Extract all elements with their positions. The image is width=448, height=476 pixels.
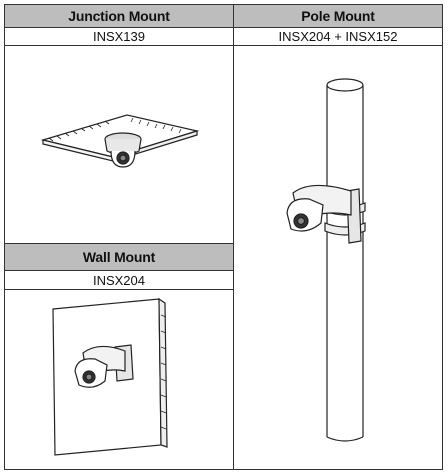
header-junction-mount: Junction Mount xyxy=(5,5,233,27)
header-wall-mount: Wall Mount xyxy=(5,244,233,270)
model-pole-mount: INSX204 + INSX152 xyxy=(278,29,398,44)
model-junction-mount: INSX139 xyxy=(92,29,146,44)
pole-mount-illustration xyxy=(286,78,366,442)
wall-mount-illustration xyxy=(52,297,168,456)
junction-mount-illustration xyxy=(40,114,200,168)
header-pole-mount: Pole Mount xyxy=(234,5,442,27)
model-wall-mount: INSX204 xyxy=(92,272,146,288)
mount-table: Junction Mount Pole Mount INSX139 INSX20… xyxy=(4,4,443,470)
